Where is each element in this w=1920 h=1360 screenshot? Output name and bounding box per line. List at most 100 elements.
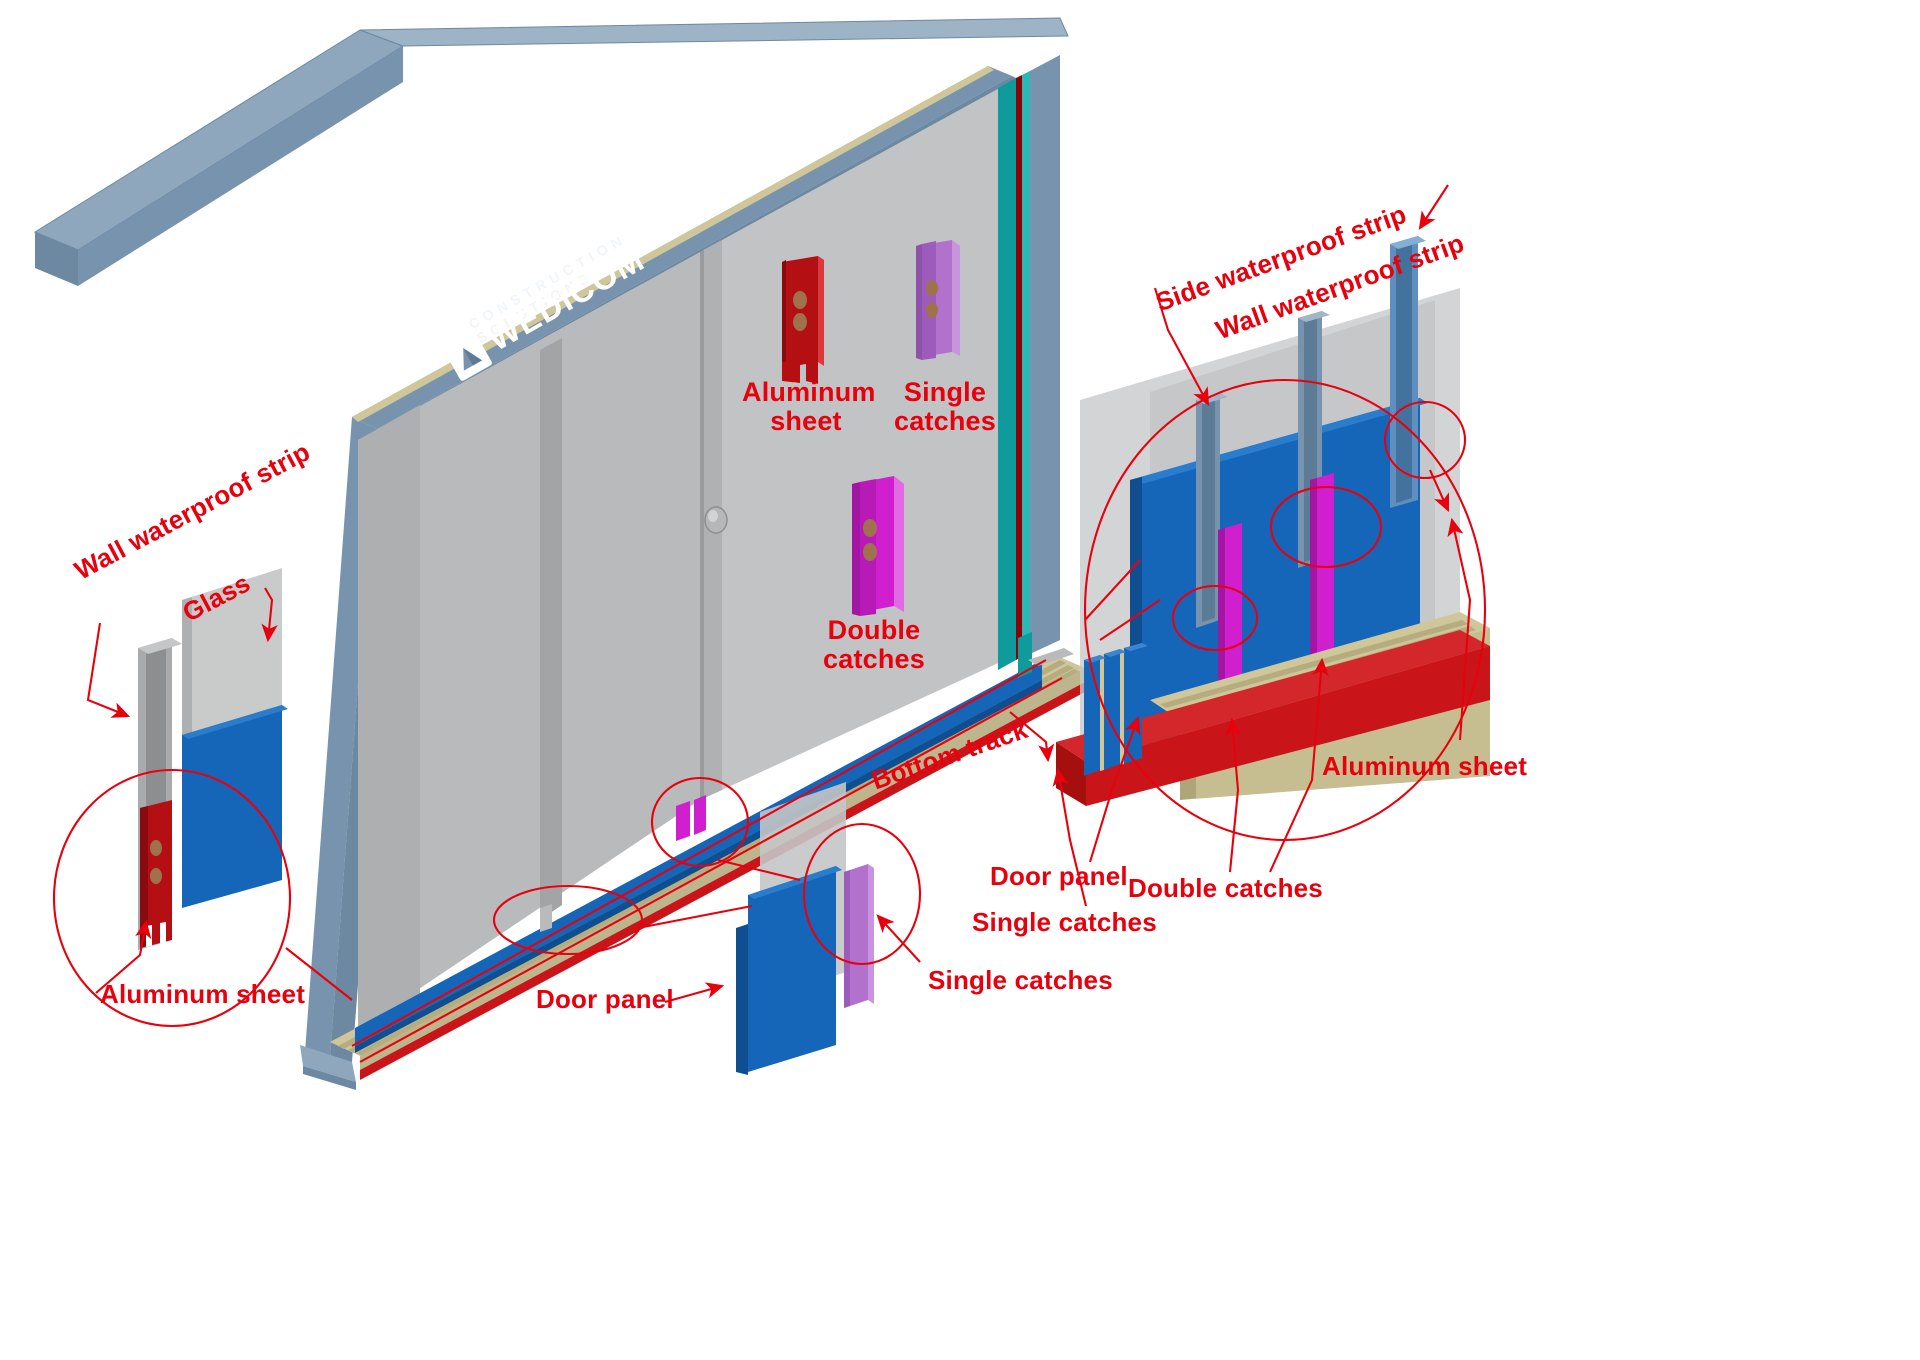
door-leaf-mid bbox=[540, 338, 562, 920]
left-detail-panel bbox=[182, 705, 282, 908]
track-clip-group bbox=[540, 795, 706, 932]
leader-glass-left bbox=[261, 587, 278, 643]
leader-wall-waterproof-right bbox=[1418, 184, 1449, 230]
leader-bottom-track bbox=[1009, 711, 1055, 763]
header-beam-left-wing-edge bbox=[78, 46, 403, 286]
header-beam-brand-face bbox=[352, 66, 1012, 429]
detail-right-small-a-circle bbox=[1171, 584, 1259, 652]
left-detail-alu-sheet-hl bbox=[140, 806, 148, 948]
callout-aluminum-sheet-left: Aluminum sheet bbox=[100, 979, 306, 1009]
door-leaf-far-shade bbox=[358, 405, 420, 1030]
right-base-red-front bbox=[1056, 742, 1086, 806]
right-base-red-top bbox=[1056, 630, 1490, 762]
center-seal-plate bbox=[1028, 648, 1074, 666]
center-detail-panel-top bbox=[748, 866, 842, 899]
detail-mid-left-circle bbox=[492, 884, 644, 956]
callout-single-catches-right: Single catches bbox=[972, 907, 1157, 937]
sample-single-catches bbox=[916, 240, 960, 360]
left-detail-alu-prongs bbox=[146, 925, 152, 947]
leader-alu-sheet-left bbox=[95, 919, 152, 994]
door-leaf-seam bbox=[700, 250, 704, 800]
annotation-leaders bbox=[52, 184, 1487, 1063]
leader-track-to-center bbox=[717, 858, 801, 882]
frame-left-column-base bbox=[300, 1045, 356, 1082]
right-fin-gap-1 bbox=[1100, 654, 1104, 771]
center-detail-panel-left bbox=[736, 924, 748, 1075]
leader-single-catches-bottom bbox=[876, 914, 921, 963]
right-strip-c-in bbox=[1396, 243, 1412, 503]
jamb-seal-darkred bbox=[1016, 75, 1022, 660]
callout-door-panel-bottom: Door panel bbox=[536, 984, 674, 1014]
callout-legend-double-catches: Double catches bbox=[823, 615, 925, 675]
callout-legend-single-catches: Single catches bbox=[894, 377, 996, 437]
detail-bottom-center-circle bbox=[802, 822, 922, 966]
callout-double-catches-right: Double catches bbox=[1128, 873, 1323, 903]
sample-aluminum-sheet bbox=[782, 256, 824, 384]
leader-side-waterproof bbox=[1153, 287, 1210, 407]
right-fin-2 bbox=[1104, 649, 1120, 770]
right-fin-3 bbox=[1124, 643, 1142, 764]
track-clip-2 bbox=[694, 795, 706, 835]
detail-right-small-c-circle bbox=[1383, 400, 1467, 480]
leader-aluminum-sheet-right-a bbox=[1429, 469, 1450, 513]
header-beam-left-wing-face bbox=[35, 232, 78, 286]
leader-right-detail-link bbox=[1084, 559, 1141, 621]
jamb-post-blue bbox=[1030, 55, 1060, 654]
right-detail-assembly bbox=[1056, 236, 1490, 806]
leader-right-detail-link2 bbox=[1099, 599, 1161, 641]
right-catch-1-sh bbox=[1218, 528, 1225, 726]
center-detail-catch-hl bbox=[868, 864, 874, 1004]
right-fin-gap-2 bbox=[1120, 648, 1124, 765]
bottom-track-base-red bbox=[360, 682, 1085, 1080]
leader-bottom-track-line2 bbox=[359, 677, 1063, 1063]
track-clip-1 bbox=[676, 801, 690, 841]
header-khaki-reveal bbox=[352, 66, 994, 422]
callout-single-catches-bottom: Single catches bbox=[928, 965, 1113, 995]
right-fin-cap-3 bbox=[1124, 643, 1148, 651]
frame-left-column-foot bbox=[303, 1066, 356, 1090]
left-detail-panel-top bbox=[182, 705, 288, 739]
brand-logo: CONSTRUCTION SOLUTIONS WEDICOM bbox=[370, 179, 715, 475]
right-strip-b-top bbox=[1298, 311, 1330, 322]
leader-single-catches-right bbox=[1052, 767, 1088, 907]
jamb-seal-teal-inner bbox=[1022, 71, 1030, 657]
leader-door-panel-right bbox=[1088, 715, 1141, 863]
right-catch-2-sh bbox=[1310, 478, 1317, 662]
door-leaf-far bbox=[358, 252, 700, 1030]
leader-mid-to-center bbox=[637, 904, 753, 930]
header-beam-top bbox=[359, 17, 1069, 47]
right-base-red-face bbox=[1086, 646, 1490, 806]
callout-aluminum-sheet-right: Aluminum sheet bbox=[1322, 751, 1528, 781]
right-fin-cap-2 bbox=[1104, 649, 1126, 657]
header-beam-left-wing bbox=[33, 29, 405, 251]
center-detail-catch-sh bbox=[844, 870, 850, 1008]
detail-mid-track-circle bbox=[650, 776, 750, 868]
center-detail-panel bbox=[748, 866, 836, 1072]
center-seal-group bbox=[1018, 632, 1074, 678]
callout-legend-aluminum-sheet: Aluminum sheet bbox=[742, 377, 876, 437]
brand-mark-icon bbox=[442, 331, 494, 383]
leader-double-catches-a bbox=[1225, 717, 1242, 873]
leader-door-panel-bottom bbox=[664, 982, 725, 1004]
leader-bottom-track-line bbox=[351, 659, 1047, 1047]
detail-bottom-left-circle bbox=[52, 768, 292, 1028]
track-clip-3 bbox=[540, 904, 552, 932]
leader-detail-left-link bbox=[285, 947, 353, 1001]
sample-double-catches bbox=[852, 476, 904, 616]
right-strip-a-in bbox=[1202, 399, 1215, 622]
leader-double-catches-b bbox=[1269, 657, 1329, 873]
left-detail-assembly bbox=[138, 568, 288, 950]
detail-right-small-b-circle bbox=[1269, 485, 1383, 569]
jamb-seal-teal-outer bbox=[998, 78, 1016, 670]
door-handle-highlight bbox=[708, 510, 718, 522]
callout-door-panel-right: Door panel bbox=[990, 861, 1128, 891]
bottom-track-front bbox=[360, 668, 1085, 1070]
door-leaf-near bbox=[700, 85, 1005, 800]
leader-wall-strip-left bbox=[86, 622, 131, 718]
left-detail-alu-prongs2 bbox=[160, 922, 166, 944]
leader-aluminum-sheet-right-b bbox=[1447, 517, 1472, 741]
right-strip-c-top bbox=[1390, 236, 1426, 249]
center-seal-teal bbox=[1018, 632, 1032, 678]
